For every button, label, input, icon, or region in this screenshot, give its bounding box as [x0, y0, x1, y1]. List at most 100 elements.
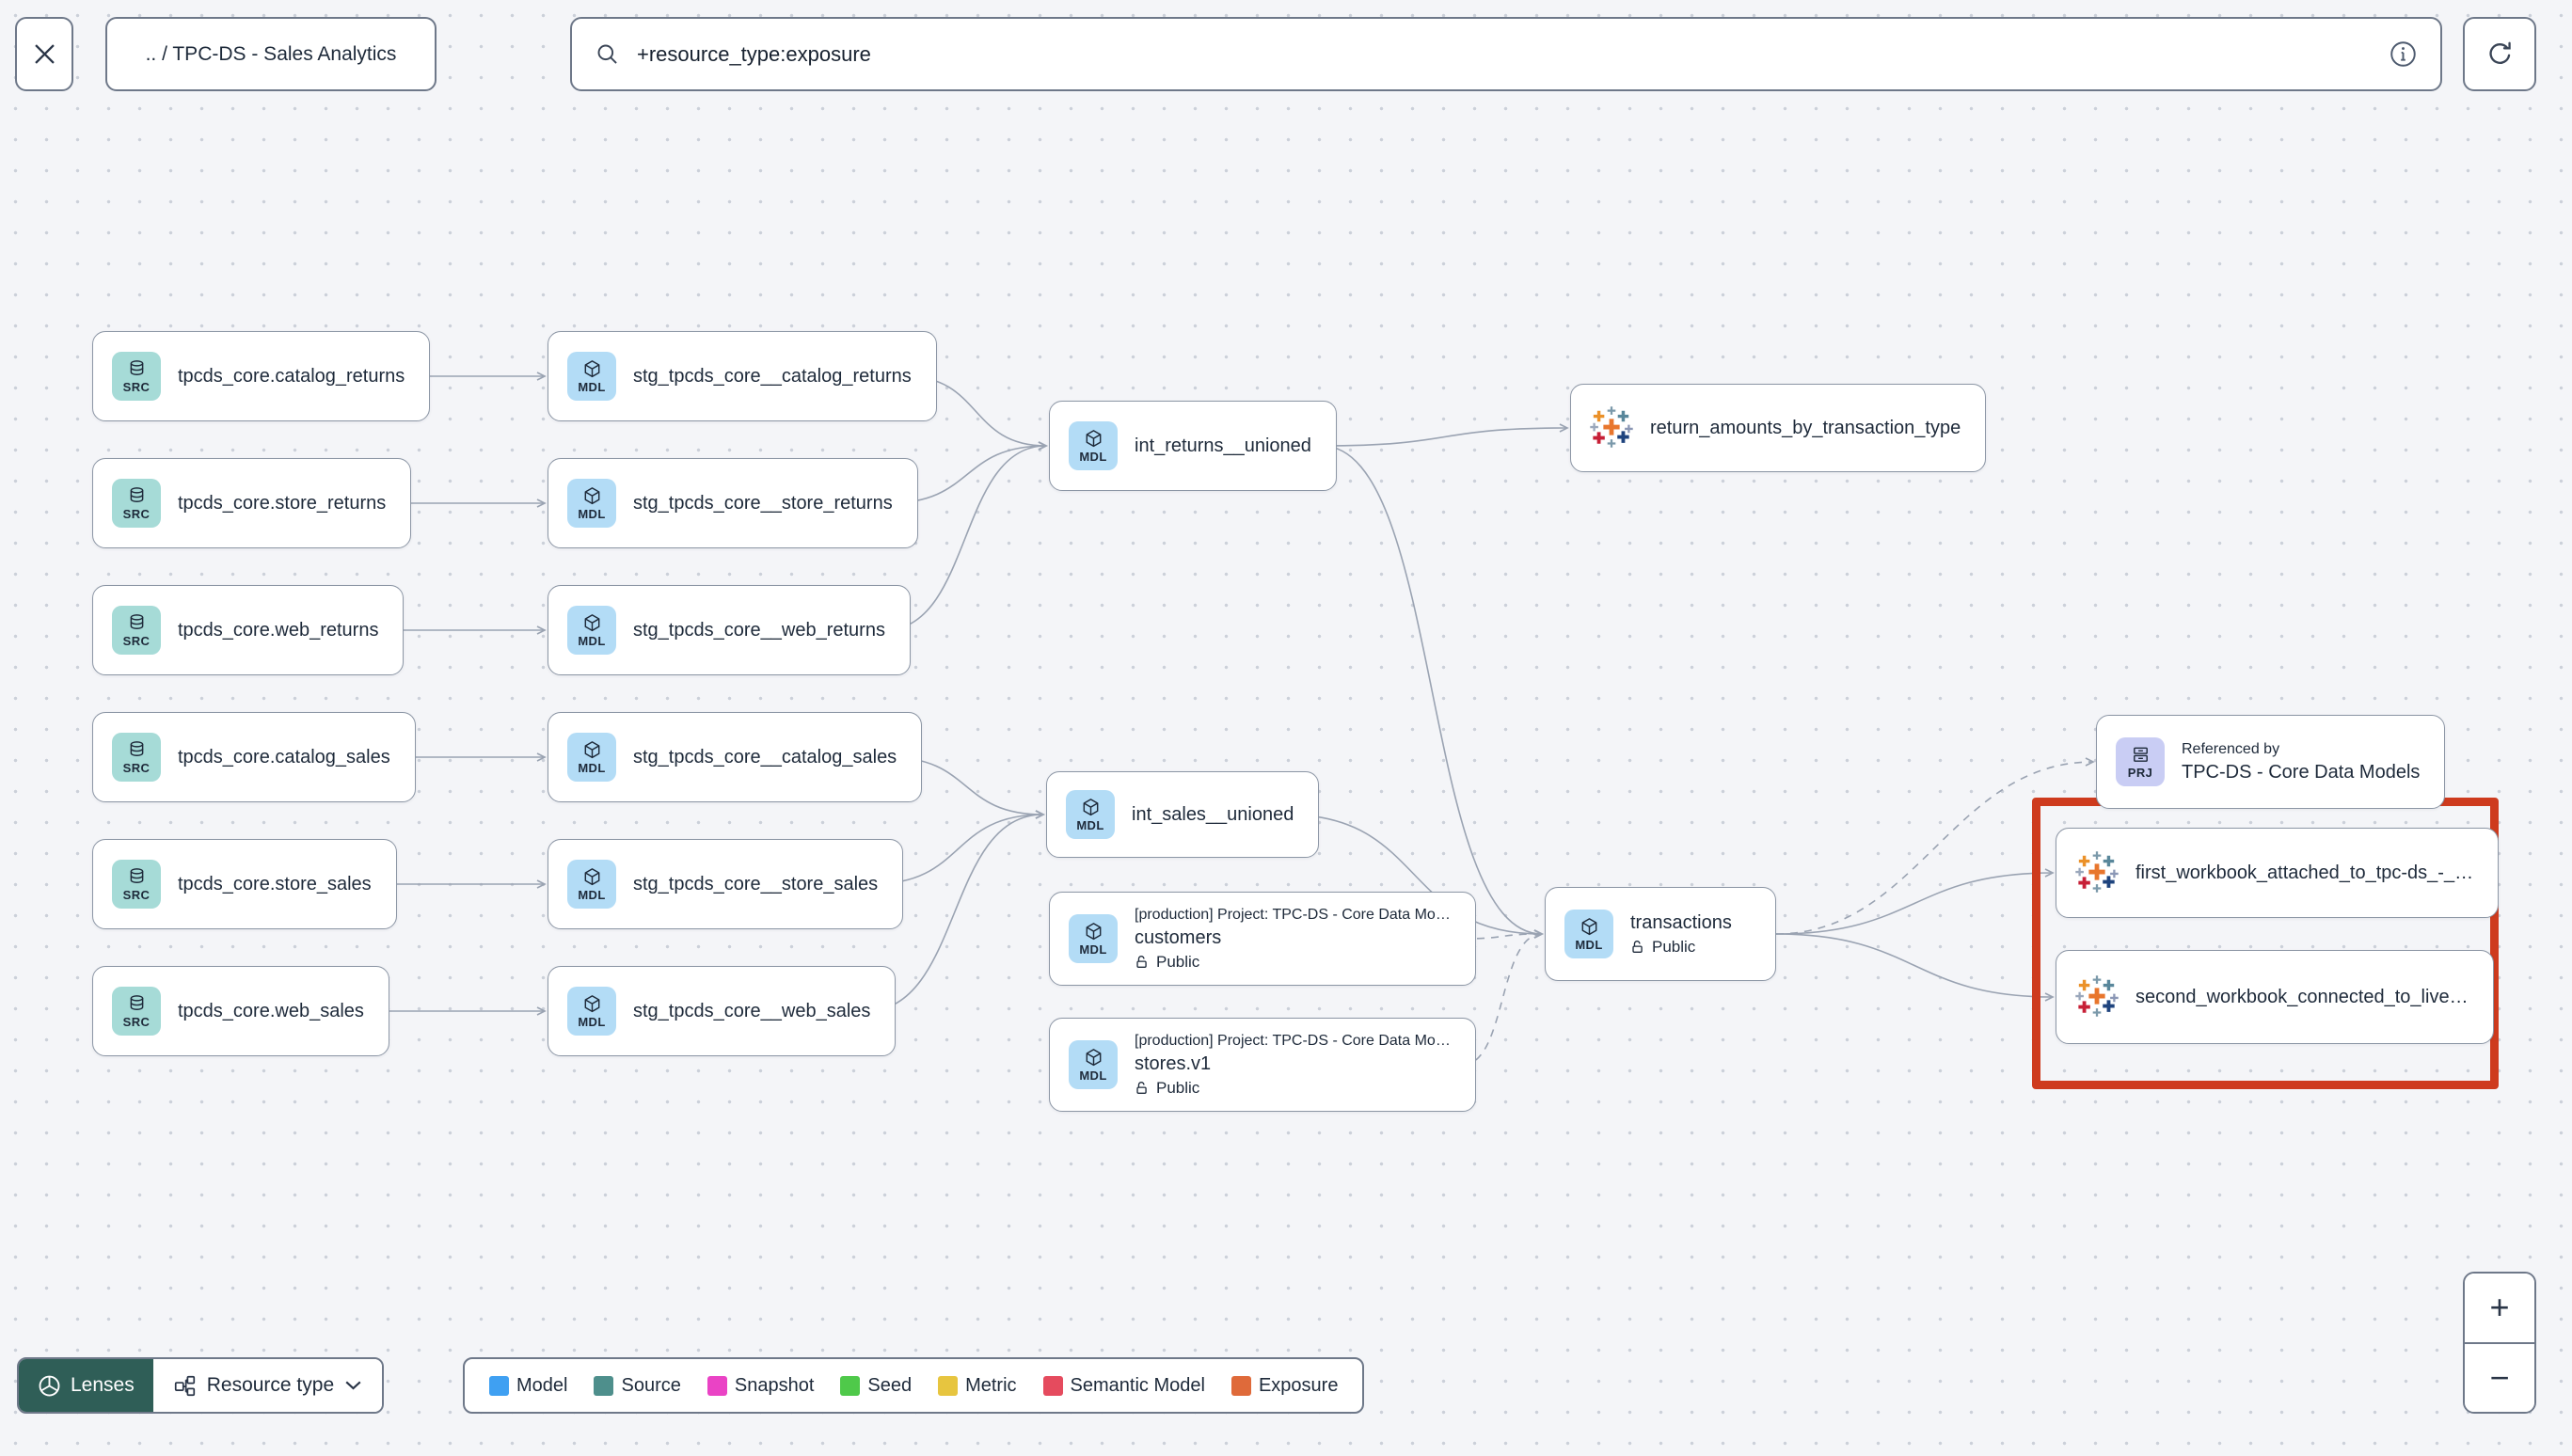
model-badge: MDL: [567, 860, 616, 909]
badge-label: MDL: [578, 1014, 606, 1029]
node-src_store_returns[interactable]: SRC tpcds_core.store_returns: [92, 458, 412, 548]
node-project-header: [production] Project: TPC-DS - Core Data…: [1135, 906, 1451, 923]
legend-item-semantic-model: Semantic Model: [1042, 1375, 1205, 1397]
node-src_store_sales[interactable]: SRC tpcds_core.store_sales: [92, 839, 397, 929]
refresh-icon: [2489, 41, 2511, 64]
badge-label: MDL: [1079, 942, 1107, 957]
legend-swatch: [594, 1375, 614, 1396]
database-icon: [130, 867, 143, 883]
breadcrumb[interactable]: .. / TPC-DS - Sales Analytics: [105, 17, 437, 91]
node-int_sales[interactable]: MDL int_sales__unioned: [1046, 771, 1320, 858]
badge-label: SRC: [122, 1014, 151, 1029]
node-stg_web_sales[interactable]: MDL stg_tpcds_core__web_sales: [548, 966, 897, 1056]
close-button[interactable]: [15, 17, 73, 91]
model-detailed-badge: MDL: [1564, 910, 1613, 958]
model-badge: MDL: [567, 352, 616, 401]
source-badge: SRC: [112, 479, 161, 528]
search-input[interactable]: [635, 40, 2374, 68]
node-mdl_stores[interactable]: MDL[production] Project: TPC-DS - Core D…: [1049, 1018, 1476, 1112]
search-bar[interactable]: [570, 17, 2442, 91]
badge-label: MDL: [1079, 1068, 1107, 1083]
source-badge: SRC: [112, 987, 161, 1036]
cube-icon: [1083, 798, 1098, 815]
edge-mdl_stores-mdl_transactions: [1462, 929, 1544, 1066]
badge-label: MDL: [578, 633, 606, 648]
node-exp_wb1[interactable]: first_workbook_attached_to_tpc-ds_-_…: [2056, 828, 2500, 918]
badge-label: MDL: [578, 760, 606, 775]
legend-swatch: [1230, 1375, 1251, 1396]
node-exp_wb2[interactable]: second_workbook_connected_to_live…: [2056, 950, 2494, 1044]
node-label: customers: [1135, 926, 1222, 948]
zoom-in-button[interactable]: +: [2465, 1274, 2534, 1342]
node-label: tpcds_core.web_sales: [178, 1000, 364, 1021]
stack-icon: [2133, 747, 2148, 762]
edge-stg_web_sales-int_sales: [865, 810, 1045, 1012]
source-badge: SRC: [112, 733, 161, 782]
edge-mdl_transactions-exp_wb2: [1775, 933, 2055, 1002]
legend-swatch: [489, 1375, 509, 1396]
model-badge: MDL: [567, 733, 616, 782]
badge-label: SRC: [122, 887, 151, 902]
database-icon: [130, 613, 143, 629]
badge-label: SRC: [122, 760, 151, 775]
model-badge: MDL: [1066, 790, 1115, 839]
badge-label: SRC: [122, 379, 151, 394]
lenses-label: Lenses: [71, 1374, 135, 1396]
edge-int_sales-mdl_transactions: [1285, 814, 1544, 939]
lock-open-icon: [1632, 940, 1643, 953]
model-badge: MDL: [567, 606, 616, 655]
refresh-button[interactable]: [2463, 17, 2536, 91]
legend-label: Snapshot: [734, 1374, 815, 1396]
legend-label: Model: [516, 1374, 568, 1396]
node-stg_catalog_returns[interactable]: MDL stg_tpcds_core__catalog_returns: [548, 331, 937, 421]
node-mdl_customers[interactable]: MDL [production] Project: TPC-DS - Core D…: [1049, 892, 1476, 986]
info-icon[interactable]: [2389, 40, 2418, 69]
node-visibility: Public: [1630, 938, 1732, 957]
edge-mdl_transactions-exp_wb1: [1775, 868, 2055, 935]
node-label: tpcds_core.store_returns: [178, 492, 387, 514]
edge-int_returns-mdl_transactions: [1321, 445, 1544, 939]
node-visibility: Public: [1135, 953, 1451, 972]
node-label: first_workbook_attached_to_tpc-ds_-_…: [2135, 862, 2474, 883]
node-label: tpcds_core.store_sales: [178, 873, 372, 894]
node-label: stg_tpcds_core__catalog_returns: [633, 365, 912, 387]
node-label: int_sales__unioned: [1132, 803, 1294, 825]
node-src_web_sales[interactable]: SRC tpcds_core.web_sales: [92, 966, 389, 1056]
legend-item-source: Source: [594, 1375, 681, 1397]
legend-swatch: [707, 1375, 727, 1396]
zoom-out-button[interactable]: −: [2465, 1341, 2534, 1412]
breadcrumb-label: .. / TPC-DS - Sales Analytics: [145, 42, 397, 65]
cube-icon: [584, 359, 599, 377]
legend-item-model: Model: [489, 1375, 567, 1397]
tableau-icon: [2075, 851, 2119, 893]
legend-swatch: [840, 1375, 861, 1396]
aperture-icon: [39, 1375, 60, 1396]
resource-type-button[interactable]: Resource type: [152, 1359, 383, 1412]
node-label: stg_tpcds_core__web_sales: [633, 1000, 871, 1021]
legend-item-exposure: Exposure: [1230, 1375, 1338, 1397]
cube-icon: [584, 867, 599, 885]
model-badge: MDL: [567, 987, 616, 1036]
node-exp_return_amounts[interactable]: return_amounts_by_transaction_type: [1570, 384, 1987, 472]
database-icon: [130, 994, 143, 1010]
cube-icon: [584, 486, 599, 504]
source-badge: SRC: [112, 352, 161, 401]
lenses-button[interactable]: Lenses: [19, 1359, 153, 1412]
badge-label: SRC: [122, 506, 151, 521]
edge-mdl_transactions-prj_core: [1775, 757, 2095, 935]
resource-type-label: Resource type: [206, 1374, 335, 1396]
cube-icon: [584, 994, 599, 1012]
tableau-icon: [2075, 975, 2119, 1017]
database-icon: [130, 486, 143, 502]
